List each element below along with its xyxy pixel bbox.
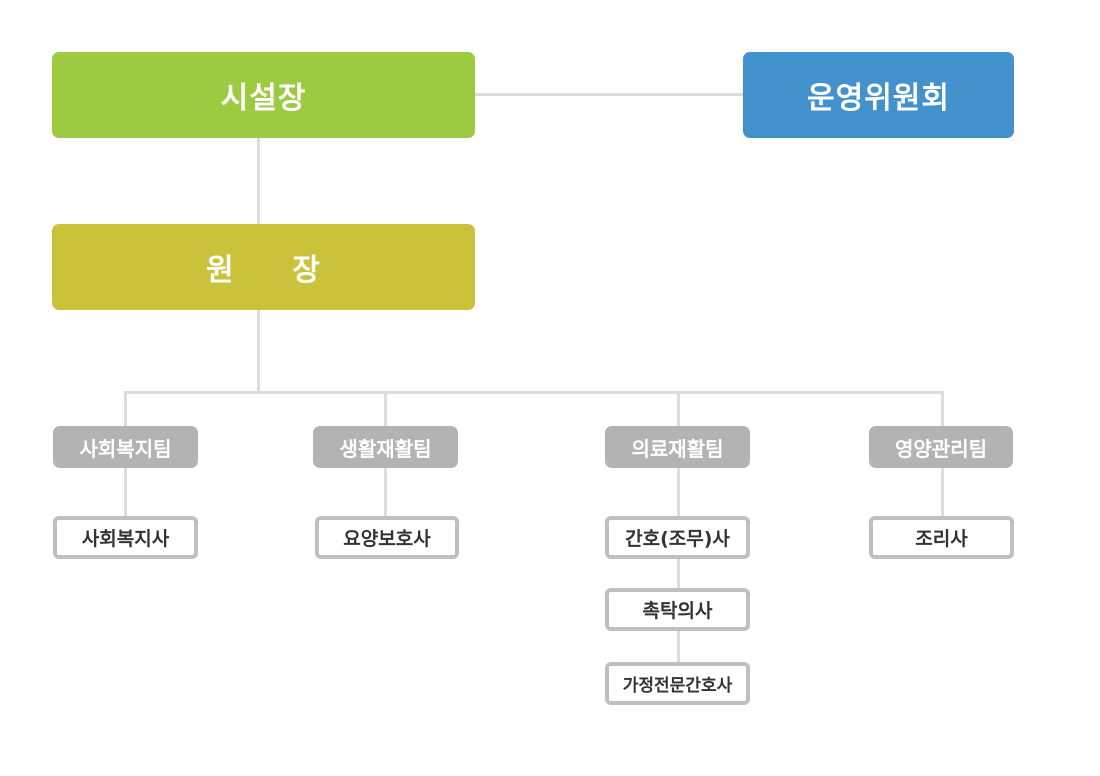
- connector-director-bus: [257, 310, 260, 393]
- connector-team-staff-4: [941, 468, 944, 518]
- team-label: 의료재활팀: [631, 436, 724, 461]
- staff-label: 간호(조무)사: [625, 528, 730, 550]
- connector-bus-team-4: [941, 391, 944, 429]
- staff-label: 촉탁의사: [642, 600, 713, 622]
- team-box-medical-rehab: 의료재활팀: [605, 426, 750, 468]
- staff-label: 조리사: [915, 528, 968, 550]
- staff-box-contract-doctor: 촉탁의사: [605, 588, 750, 631]
- staff-box-care-worker: 요양보호사: [315, 516, 459, 559]
- connector-team-staff-3: [677, 468, 680, 518]
- facility-head-box: 시설장: [52, 52, 475, 138]
- connector-staff-3-2-3: [677, 630, 680, 664]
- staff-box-nurse: 간호(조무)사: [605, 516, 750, 559]
- staff-label: 사회복지사: [81, 528, 170, 550]
- team-label: 사회복지팀: [79, 436, 172, 461]
- director-box: 원 장: [52, 224, 475, 310]
- staff-label: 가정전문간호사: [622, 676, 733, 696]
- connector-head-committee: [475, 93, 745, 96]
- connector-bus-team-2: [384, 391, 387, 429]
- connector-bus-team-1: [124, 391, 127, 429]
- team-label: 영양관리팀: [895, 436, 987, 461]
- connector-staff-3-1-2: [677, 558, 680, 590]
- staff-label: 요양보호사: [343, 528, 431, 550]
- staff-box-social-worker: 사회복지사: [53, 516, 198, 559]
- connector-team-bus: [124, 391, 944, 394]
- team-label: 생활재활팀: [339, 436, 432, 461]
- team-box-nutrition: 영양관리팀: [869, 426, 1013, 468]
- team-box-social-welfare: 사회복지팀: [53, 426, 198, 468]
- committee-box: 운영위원회: [743, 52, 1014, 138]
- connector-team-staff-2: [384, 468, 387, 518]
- staff-box-cook: 조리사: [869, 516, 1014, 559]
- connector-head-director: [257, 138, 260, 224]
- connector-team-staff-1: [124, 468, 127, 518]
- team-box-living-rehab: 생활재활팀: [313, 426, 458, 468]
- facility-head-label: 시설장: [220, 81, 307, 116]
- director-label: 원 장: [206, 253, 321, 288]
- committee-label: 운영위원회: [807, 81, 950, 116]
- staff-box-home-nurse: 가정전문간호사: [605, 662, 750, 705]
- connector-bus-team-3: [677, 391, 680, 429]
